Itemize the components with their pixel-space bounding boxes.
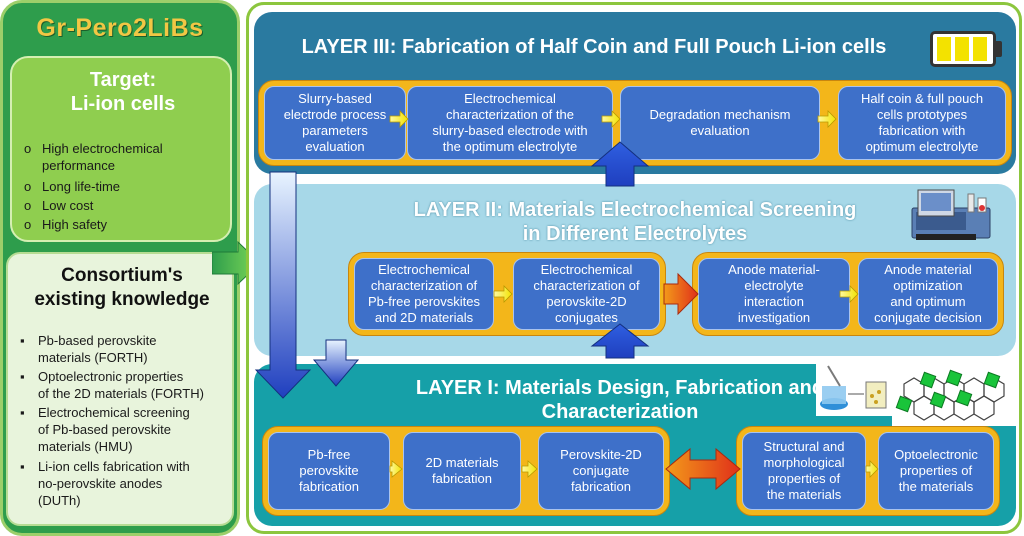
knowledge-title: Consortium's existing knowledge [8, 264, 236, 312]
battery-icon [930, 31, 996, 67]
red-double-arrow-icon [665, 447, 741, 491]
target-box: Target: Li-ion cells o High electrochemi… [10, 56, 232, 242]
knowledge-item-line: materials (HMU) [38, 439, 133, 454]
knowledge-title-line1: Consortium's [61, 265, 183, 286]
battery-cap [996, 41, 1002, 57]
layer2-title-line2: in Different Electrolytes [522, 223, 748, 245]
target-item-text: High safety [42, 217, 108, 232]
target-item-text: High electrochemical [42, 141, 163, 156]
target-item: o High safety [24, 216, 107, 233]
layer1-title-line2: Characterization [541, 401, 699, 423]
bullet-icon: ▪ [20, 369, 25, 384]
bullet-icon: ▪ [20, 333, 25, 348]
knowledge-item: ▪ Pb-based perovskite materials (FORTH) [20, 332, 157, 366]
target-item: o Low cost [24, 197, 93, 214]
graphene-perovskite-icon [892, 364, 1016, 426]
layer3-title: LAYER III: Fabrication of Half Coin and … [301, 36, 887, 58]
target-item: o High electrochemical performance [24, 140, 163, 174]
potentiostat-icon [911, 189, 991, 240]
target-item-text: Low cost [42, 198, 94, 213]
knowledge-item-line: (DUTh) [38, 493, 81, 508]
target-item-text: Long life-time [42, 179, 121, 194]
target-title: Target: Li-ion cells [12, 68, 234, 116]
blue-up-arrow-icon [590, 323, 650, 359]
knowledge-item: ▪ Li-ion cells fabrication with no-perov… [20, 458, 190, 509]
layer2-title-line1: LAYER II: Materials Electrochemical Scre… [413, 199, 857, 221]
knowledge-item-line: materials (FORTH) [38, 350, 148, 365]
knowledge-item: ▪ Electrochemical screening of Pb-based … [20, 404, 190, 455]
bullet-icon: o [24, 141, 32, 156]
layer1-title-line1: LAYER I: Materials Design, Fabrication a… [415, 377, 825, 399]
yellow-arrows [389, 110, 879, 478]
knowledge-item-line: of Pb-based perovskite [38, 422, 171, 437]
red-arrow-icon [663, 272, 699, 316]
bullet-icon: o [24, 179, 32, 194]
bullet-icon: ▪ [20, 459, 25, 474]
knowledge-item-line: Optoelectronic properties [38, 369, 184, 384]
bullet-icon: o [24, 217, 32, 232]
knowledge-item: ▪ Optoelectronic properties of the 2D ma… [20, 368, 204, 402]
bullet-icon: o [24, 198, 32, 213]
target-title-line1: Target: [89, 69, 157, 91]
project-name: Gr-Pero2LiBs [36, 14, 204, 42]
lab-synthesis-icon [816, 364, 892, 416]
knowledge-item-line: of the 2D materials (FORTH) [38, 386, 204, 401]
knowledge-item-line: Li-ion cells fabrication with [38, 459, 190, 474]
target-item: o Long life-time [24, 178, 120, 195]
blue-down-arrow-icon [254, 171, 312, 399]
layer1-title: LAYER I: Materials Design, Fabrication a… [320, 376, 920, 424]
layer2-title: LAYER II: Materials Electrochemical Scre… [254, 198, 1016, 246]
blue-up-arrow-icon [590, 141, 650, 187]
blue-down-arrow-icon [312, 339, 360, 387]
knowledge-item-line: Electrochemical screening [38, 405, 190, 420]
target-title-line2: Li-ion cells [70, 93, 176, 115]
knowledge-box: Consortium's existing knowledge ▪ Pb-bas… [6, 252, 234, 526]
knowledge-item-line: no-perovskite anodes [38, 476, 163, 491]
knowledge-title-line2: existing knowledge [34, 289, 210, 310]
target-item-text: performance [42, 158, 115, 173]
knowledge-item-line: Pb-based perovskite [38, 333, 157, 348]
bullet-icon: ▪ [20, 405, 25, 420]
